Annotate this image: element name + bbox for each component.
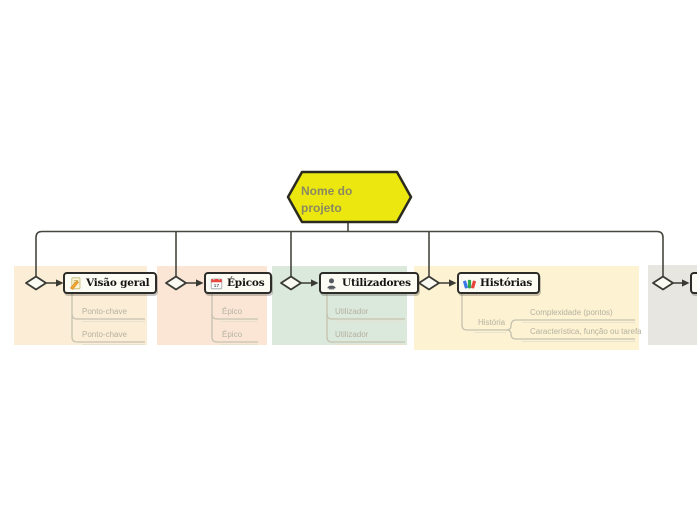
memo-icon [69, 276, 81, 290]
calendar-day-number: 17 [214, 283, 220, 289]
calendar-icon: 17 [210, 277, 223, 289]
root-node-label[interactable]: Nome do projeto [301, 184, 353, 215]
node-utilizadores[interactable]: Utilizadores [319, 272, 419, 294]
person-icon [327, 277, 336, 289]
node-visao-geral[interactable]: Visão geral [63, 272, 158, 294]
node-clipped[interactable] [690, 272, 697, 294]
node-historias[interactable]: Histórias [457, 272, 541, 294]
child-topic[interactable]: História [478, 318, 506, 327]
child-topic[interactable]: Épico [222, 307, 243, 316]
child-topic[interactable]: Ponto-chave [82, 330, 127, 339]
node-label: Visão geral [86, 277, 150, 289]
child-topic[interactable]: Épico [222, 330, 243, 339]
child-topic[interactable]: Utilizador [335, 307, 369, 316]
child-topic[interactable]: Utilizador [335, 330, 369, 339]
node-label: Histórias [480, 277, 533, 289]
books-icon [463, 279, 476, 289]
grandchild-topic[interactable]: Característica, função ou tarefa [530, 327, 642, 336]
node-label: Utilizadores [342, 277, 411, 289]
grandchild-topic[interactable]: Complexidade (pontos) [530, 308, 613, 317]
child-topic[interactable]: Ponto-chave [82, 307, 127, 316]
node-epicos[interactable]: 17 Épicos [204, 272, 273, 294]
node-label: Épicos [227, 277, 265, 289]
